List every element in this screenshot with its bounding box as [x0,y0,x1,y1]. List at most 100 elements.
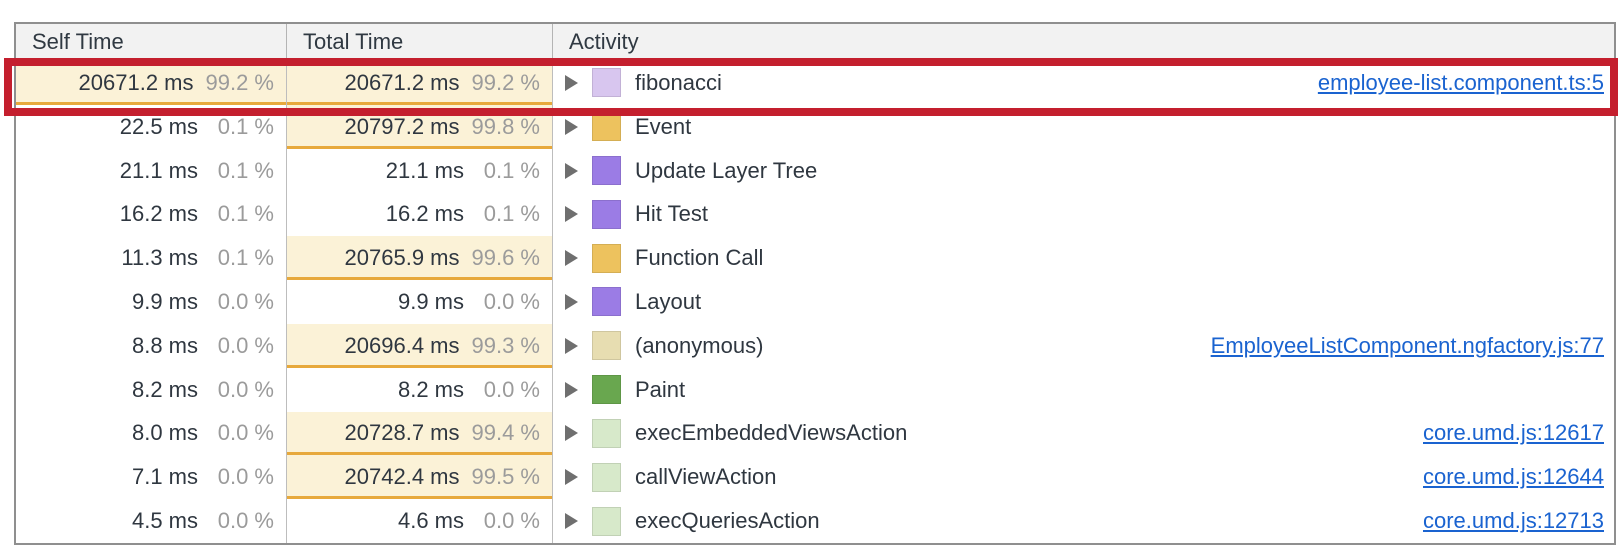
expand-arrow-icon[interactable] [565,206,578,223]
total-time-percent: 99.2 % [471,69,541,95]
self-time-value: 8.8 ms [131,332,198,358]
total-time-cell: 20797.2 ms 99.8 % [287,104,553,149]
total-time-value: 16.2 ms [385,201,464,227]
self-time-cell: 11.3 ms 0.1 % [16,236,287,281]
self-time-value: 9.9 ms [131,288,198,314]
source-link[interactable]: EmployeeListComponent.ngfactory.js:77 [1210,332,1604,358]
total-time-percent: 99.5 % [471,464,541,490]
total-time-cell: 20728.7 ms 99.4 % [287,411,553,456]
activity-label: Paint [635,376,686,402]
bottom-up-data-grid: Self Time Total Time Activity 20671.2 ms… [14,22,1616,545]
self-time-value: 8.0 ms [131,420,198,446]
total-time-value: 21.1 ms [385,157,464,183]
activity-cell: execQueriesAction core.umd.js:12713 [553,499,1614,543]
total-time-percent: 99.6 % [471,245,541,271]
total-time-value: 20765.9 ms [344,245,460,271]
expand-arrow-icon[interactable] [565,250,578,267]
activity-label: callViewAction [635,464,777,490]
total-time-cell: 16.2 ms 0.1 % [287,192,553,237]
total-time-value: 9.9 ms [397,288,464,314]
expand-arrow-icon[interactable] [565,469,578,486]
activity-cell: Event [553,105,1614,149]
self-time-value: 21.1 ms [119,157,198,183]
total-time-value: 20797.2 ms [344,113,460,139]
expand-arrow-icon[interactable] [565,162,578,179]
total-time-percent: 99.8 % [471,113,541,139]
category-swatch [592,199,621,229]
self-time-percent: 0.0 % [217,288,274,314]
activity-label: fibonacci [635,69,722,95]
source-link[interactable]: core.umd.js:12617 [1423,420,1604,446]
table-row[interactable]: 11.3 ms 0.1 % 20765.9 ms 99.6 % Function Cal… [16,236,1614,281]
source-link[interactable]: core.umd.js:12713 [1423,508,1604,534]
column-header-activity[interactable]: Activity [569,29,639,54]
activity-label: execQueriesAction [635,508,820,534]
activity-label: Event [635,113,692,139]
self-time-percent: 0.1 % [217,113,274,139]
total-time-percent: 0.0 % [483,508,540,534]
activity-label: (anonymous) [635,332,764,358]
self-time-value: 20671.2 ms [78,69,194,95]
self-time-percent: 0.1 % [217,201,274,227]
self-time-percent: 0.0 % [217,464,274,490]
expand-arrow-icon[interactable] [565,337,578,354]
self-time-percent: 0.0 % [217,420,274,446]
total-time-percent: 0.0 % [483,288,540,314]
table-row[interactable]: 8.0 ms 0.0 % 20728.7 ms 99.4 % execEmbeddedV… [16,411,1614,456]
total-time-value: 8.2 ms [397,376,464,402]
total-time-percent: 99.4 % [471,420,541,446]
total-time-value: 20728.7 ms [344,420,460,446]
category-swatch [592,156,621,186]
expand-arrow-icon[interactable] [565,381,578,398]
expand-arrow-icon[interactable] [565,425,578,442]
activity-cell: (anonymous) EmployeeListComponent.ngfacto… [553,324,1614,368]
column-header-total-time[interactable]: Total Time [287,24,553,60]
total-time-percent: 0.1 % [483,201,540,227]
category-swatch [592,418,621,448]
total-time-percent: 0.1 % [483,157,540,183]
source-link[interactable]: employee-list.component.ts:5 [1317,69,1604,95]
self-time-value: 11.3 ms [121,245,198,271]
activity-cell: execEmbeddedViewsAction core.umd.js:12617 [553,412,1614,456]
self-time-value: 4.5 ms [131,508,198,534]
activity-label: Function Call [635,245,764,271]
category-swatch [592,243,621,273]
total-time-percent: 99.3 % [471,332,541,358]
self-time-percent: 0.1 % [217,157,274,183]
category-swatch [592,112,621,142]
activity-cell: Paint [553,368,1614,412]
column-header-self-time[interactable]: Self Time [16,24,287,60]
self-time-percent: 0.1 % [217,245,274,271]
activity-cell: callViewAction core.umd.js:12644 [553,455,1614,499]
activity-cell: Hit Test [553,192,1614,236]
self-time-percent: 0.0 % [217,508,274,534]
activity-label: execEmbeddedViewsAction [635,420,908,446]
expand-arrow-icon[interactable] [565,513,578,530]
source-link[interactable]: core.umd.js:12644 [1423,464,1604,490]
self-time-cell: 21.1 ms 0.1 % [16,148,287,193]
expand-arrow-icon[interactable] [565,293,578,310]
expand-arrow-icon[interactable] [565,74,578,91]
activity-cell: fibonacci employee-list.component.ts:5 [553,61,1614,105]
self-time-cell: 9.9 ms 0.0 % [16,280,287,324]
expand-arrow-icon[interactable] [565,118,578,135]
self-time-cell: 4.5 ms 0.0 % [16,499,287,543]
